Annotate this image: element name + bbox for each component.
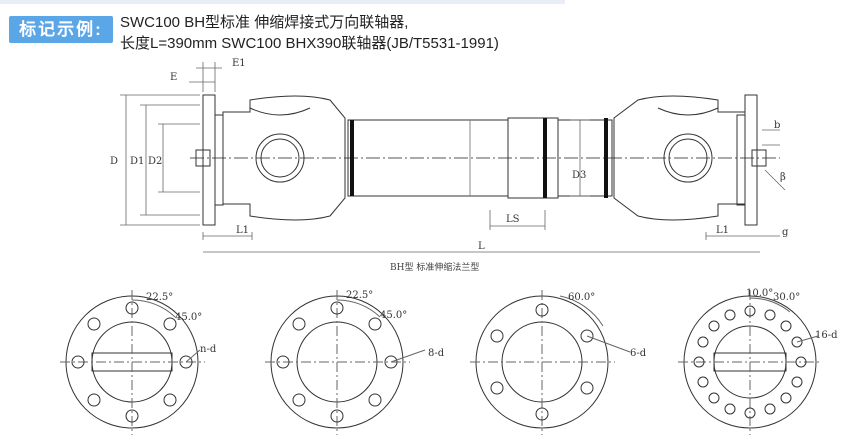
right-yoke-arc (657, 107, 719, 116)
right-cross-outer (663, 133, 713, 183)
left-cross-inner (260, 138, 300, 178)
left-cross-outer (255, 133, 305, 183)
right-key (751, 149, 767, 167)
label-beta: β (780, 172, 786, 183)
label-d1: D1 (130, 156, 144, 167)
flange-view-1 (60, 290, 205, 435)
label-ls: LS (506, 214, 520, 225)
flange-1-holes: n-d (200, 344, 217, 355)
flange-3-holes: 6-d (630, 348, 647, 359)
flange-view-4 (678, 290, 822, 435)
flange-4-angle-2: 30.0° (773, 292, 800, 303)
right-cross-inner (668, 138, 708, 178)
flange-4-holes: 16-d (815, 330, 838, 341)
label-d2: D2 (148, 156, 162, 167)
left-yoke (222, 95, 346, 221)
drawing-caption: BH型 标准伸缩法兰型 (390, 261, 479, 273)
left-flange (202, 94, 216, 226)
label-d: D (110, 156, 118, 167)
right-yoke (613, 95, 746, 221)
left-key (195, 149, 211, 167)
label-l1-right: L1 (716, 225, 729, 236)
label-e: E (170, 72, 177, 83)
flange-2-angle-1: 22.5° (346, 290, 373, 301)
label-l1-left: L1 (236, 225, 249, 236)
flange-4-angle-1: 10.0° (746, 288, 773, 299)
example-badge: 标记示例: (9, 16, 113, 43)
flange-view-2 (265, 290, 426, 435)
label-g: g (782, 227, 789, 238)
label-d3: D3 (572, 170, 586, 181)
top-bar (0, 0, 565, 4)
example-line-2: 长度L=390mm SWC100 BHX390联轴器(JB/T5531-1991… (120, 35, 499, 52)
flange-1-angle-1: 22.5° (146, 292, 173, 303)
right-flange-hub (736, 114, 746, 206)
left-yoke-arc (249, 107, 311, 116)
flange-2-angle-2: 45.0° (380, 310, 407, 321)
flange-1-angle-2: 45.0° (175, 312, 202, 323)
flange-view-3 (470, 290, 631, 435)
flange-2-holes: 8-d (428, 348, 445, 359)
label-e1: E1 (232, 58, 246, 69)
example-line-1: SWC100 BH型标准 伸缩焊接式万向联轴器, (120, 14, 409, 31)
left-flange-hub (214, 114, 224, 206)
right-flange (744, 94, 758, 226)
label-b: b (774, 120, 780, 131)
flange-3-angle-1: 60.0° (568, 292, 595, 303)
label-l: L (478, 241, 485, 252)
